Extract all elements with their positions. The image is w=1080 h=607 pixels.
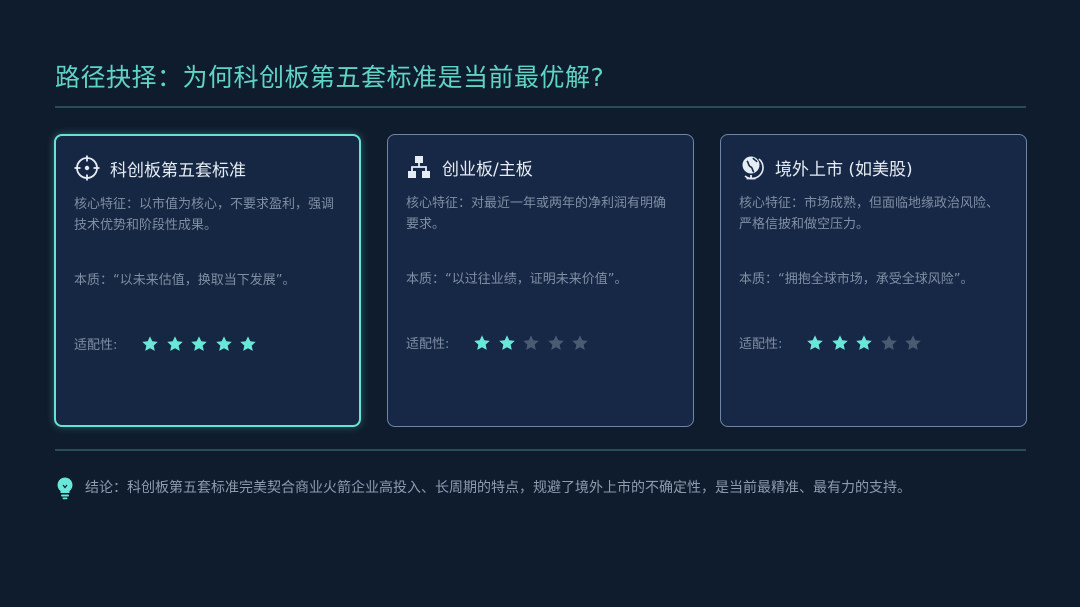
- card-header: 境外上市 (如美股): [739, 153, 913, 181]
- star-filled-icon: [856, 334, 873, 350]
- star-rating: [473, 334, 596, 352]
- rating-label: 适配性:: [74, 338, 118, 353]
- page-title: 路径抉择：为何科创板第五套标准是当前最优解?: [55, 63, 605, 92]
- star-filled-icon: [191, 335, 208, 351]
- card-title: 境外上市 (如美股): [775, 159, 913, 180]
- star-empty-icon: [548, 334, 564, 350]
- card-title: 科创板第五套标准: [110, 160, 246, 181]
- card-core-feature: 核心特征：市场成熟，但面临地缘政治风险、严格信披和做空压力。: [739, 196, 1000, 232]
- card-rating: 适配性:: [74, 334, 264, 353]
- star-empty-icon: [523, 334, 540, 350]
- card-header: 创业板/主板: [406, 153, 533, 181]
- conclusion-divider: [55, 449, 1026, 451]
- card-core-feature: 核心特征：对最近一年或两年的净利润有明确要求。: [406, 196, 667, 232]
- star-filled-icon: [167, 335, 183, 351]
- card-header: 科创板第五套标准: [74, 154, 246, 182]
- star-rating: [141, 335, 264, 353]
- card-core-feature: 核心特征：以市值为核心，不要求盈利，强调技术优势和阶段性成果。: [74, 197, 335, 233]
- target-icon: [74, 155, 100, 181]
- card-essence: 本质：“以未来估值，换取当下发展”。: [74, 273, 296, 288]
- rating-label: 适配性:: [406, 337, 450, 352]
- star-filled-icon: [499, 334, 515, 350]
- star-filled-icon: [832, 334, 848, 350]
- sitemap-icon: [406, 154, 432, 180]
- star-filled-icon: [142, 335, 159, 351]
- card-chinext-main-board: 创业板/主板 核心特征：对最近一年或两年的净利润有明确要求。 本质：“以过往业绩…: [387, 134, 694, 427]
- star-empty-icon: [881, 334, 897, 350]
- card-essence: 本质：“以过往业绩，证明未来价值”。: [406, 272, 628, 287]
- card-rating: 适配性:: [739, 333, 929, 352]
- star-empty-icon: [572, 334, 589, 350]
- title-divider: [55, 106, 1026, 108]
- card-title: 创业板/主板: [442, 159, 533, 180]
- star-empty-icon: [905, 334, 922, 350]
- card-overseas-listing: 境外上市 (如美股) 核心特征：市场成熟，但面临地缘政治风险、严格信披和做空压力…: [720, 134, 1027, 427]
- lightbulb-icon: [55, 476, 75, 500]
- star-rating: [806, 334, 929, 352]
- star-filled-icon: [807, 334, 824, 350]
- conclusion: 结论：科创板第五套标准完美契合商业火箭企业高投入、长周期的特点，规避了境外上市的…: [55, 476, 1010, 500]
- card-rating: 适配性:: [406, 333, 596, 352]
- conclusion-text: 结论：科创板第五套标准完美契合商业火箭企业高投入、长周期的特点，规避了境外上市的…: [85, 480, 911, 496]
- rating-label: 适配性:: [739, 337, 783, 352]
- star-filled-icon: [216, 335, 232, 351]
- star-filled-icon: [240, 335, 257, 351]
- card-star-market: 科创板第五套标准 核心特征：以市值为核心，不要求盈利，强调技术优势和阶段性成果。…: [54, 134, 361, 427]
- star-filled-icon: [474, 334, 491, 350]
- globe-icon: [739, 154, 765, 180]
- card-essence: 本质：“拥抱全球市场，承受全球风险”。: [739, 272, 974, 287]
